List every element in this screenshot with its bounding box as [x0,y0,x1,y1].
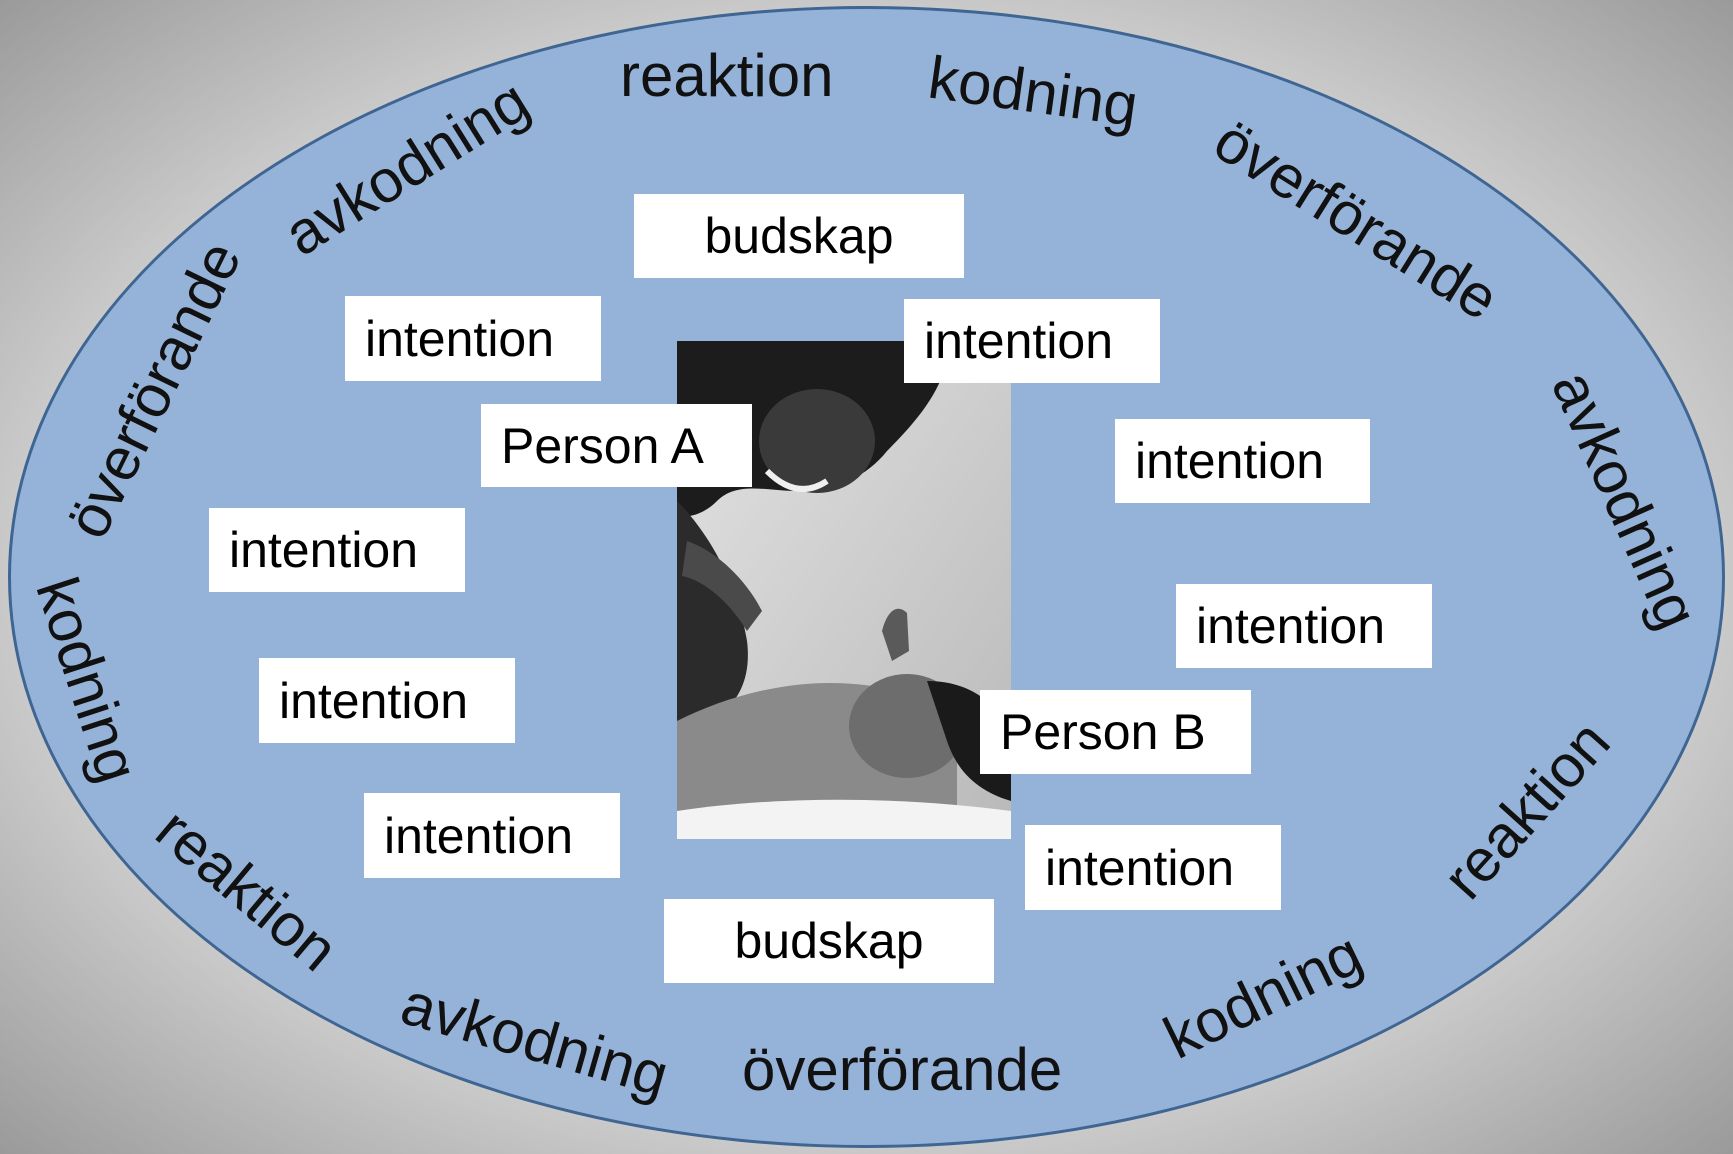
person-b-label: Person B [980,690,1251,774]
intention-label-3: intention [1115,419,1370,503]
ring-word-overforande-bottom: överförande [742,1036,1063,1103]
intention-label-5: intention [1176,584,1432,668]
intention-label-1: intention [345,296,601,381]
budskap-bottom-label: budskap [664,899,994,983]
ring-word-reaktion-top: reaktion [620,42,834,109]
person-a-label: Person A [481,404,752,487]
intention-label-4: intention [209,508,465,592]
intention-label-2: intention [904,299,1160,383]
intention-label-7: intention [364,793,620,878]
intention-label-6: intention [259,658,515,743]
budskap-top-label: budskap [634,194,964,278]
intention-label-8: intention [1025,825,1281,910]
